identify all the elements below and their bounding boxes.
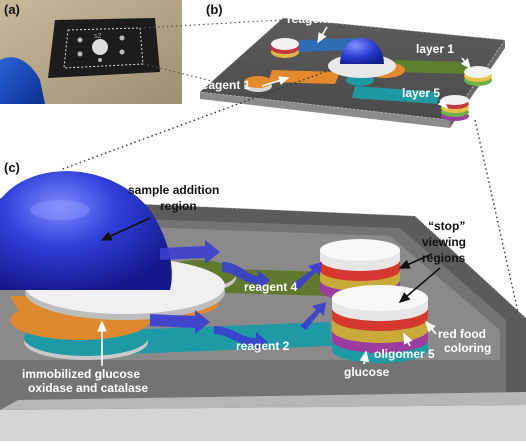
panel-b-device: (b) reagent 3 reagent 1 [197, 2, 506, 128]
label-redfood-1: red food [438, 327, 486, 341]
label-stop-1: “stop” [428, 219, 465, 233]
reagent1-channel [268, 70, 340, 84]
zoom-lines-b-c [59, 69, 523, 331]
label-reagent3: reagent 3 [287, 12, 341, 26]
label-oligomer: oligomer 5 [374, 347, 435, 361]
label-sample-1: sample addition [128, 183, 219, 197]
label-stop-2: viewing [422, 235, 466, 249]
flow-arrow-6 [300, 302, 326, 330]
glove-shape [0, 57, 45, 104]
flow-arrow-3 [292, 262, 322, 290]
layer5-channel [352, 86, 440, 104]
label-immob-1: immobilized glucose [22, 367, 140, 381]
chip-sample-circle [92, 39, 108, 55]
label-reagent1: reagent 1 [197, 78, 251, 92]
reagent3-channel [297, 38, 360, 52]
flow-arrows [150, 240, 326, 352]
label-layer1: layer 1 [416, 42, 454, 56]
panel-b-label: (b) [206, 2, 223, 17]
label-reagent2: reagent 2 [236, 339, 290, 353]
panel-a-photo: s2 (a) [0, 0, 182, 104]
flow-arrow-4 [150, 310, 210, 334]
disc-layer1 [464, 66, 492, 78]
stop-disc-lower [332, 285, 428, 363]
disc-layer5 [441, 95, 469, 105]
sample-dome-b [340, 38, 384, 64]
panel-a-label: (a) [4, 2, 20, 17]
panel-c-label: (c) [4, 160, 20, 175]
label-layer5: layer 5 [402, 86, 440, 100]
panel-c-device: (c) [0, 160, 526, 441]
sample-dome-c [0, 171, 172, 290]
label-reagent4: reagent 4 [244, 280, 298, 294]
flow-arrow-2 [222, 262, 270, 290]
layer1-channel [392, 60, 470, 74]
flow-arrow-5 [214, 326, 268, 352]
label-sample-2: region [160, 199, 197, 213]
label-stop-3: regions [422, 251, 466, 265]
chip-text: s2 [94, 33, 102, 40]
label-immob-2: oxidase and catalase [28, 381, 148, 395]
disc-reagent3 [271, 38, 299, 50]
flow-arrow-1 [160, 240, 220, 264]
label-redfood-2: coloring [444, 341, 491, 355]
label-glucose: glucose [344, 365, 390, 379]
